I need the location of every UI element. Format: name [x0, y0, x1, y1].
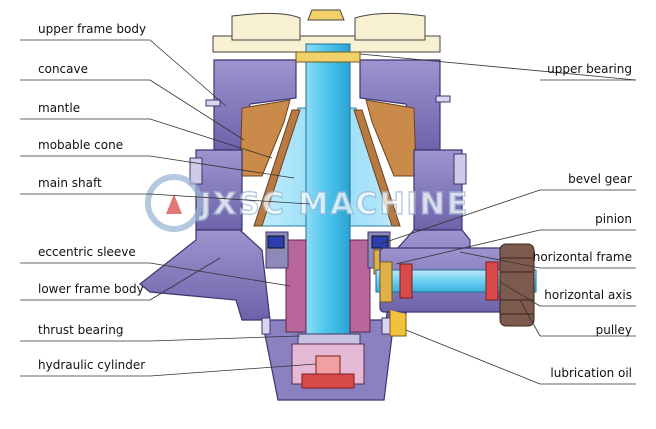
thrust-bearing: [297, 333, 361, 345]
label-concave: concave: [38, 62, 88, 76]
label-mobable-cone: mobable cone: [38, 138, 124, 152]
horizontal-axis: [375, 261, 537, 301]
pulley: [499, 243, 535, 327]
middle-frame: [189, 149, 467, 231]
lubrication-oil-pipe: [389, 310, 407, 337]
label-thrust-bearing: thrust bearing: [38, 323, 124, 337]
pinion: [379, 261, 393, 303]
leader-lines: [20, 39, 637, 385]
label-lower-frame-body: lower frame body: [38, 282, 144, 296]
label-upper-frame-body: upper frame body: [38, 22, 147, 36]
label-mantle: mantle: [38, 101, 81, 115]
label-pinion: pinion: [595, 212, 632, 226]
label-horizontal-frame: horizontal frame: [532, 250, 632, 264]
label-horizontal-axis: horizontal axis: [544, 288, 632, 302]
upper-cap: [212, 9, 441, 53]
main-shaft: [295, 43, 361, 335]
watermark-logo: JXSC MACHINE: [145, 174, 469, 232]
label-upper-bearing: upper bearing: [547, 62, 632, 76]
label-hydraulic-cylinder: hydraulic cylinder: [38, 358, 146, 372]
watermark-text: JXSC MACHINE: [198, 187, 469, 222]
label-main-shaft: main shaft: [38, 176, 102, 190]
concave: [239, 99, 417, 177]
label-pulley: pulley: [595, 323, 632, 337]
hydraulic-cylinder: [291, 343, 365, 389]
label-lubrication-oil: lubrication oil: [550, 366, 632, 380]
label-eccentric-sleeve: eccentric sleeve: [38, 245, 136, 259]
label-bevel-gear: bevel gear: [568, 172, 632, 186]
